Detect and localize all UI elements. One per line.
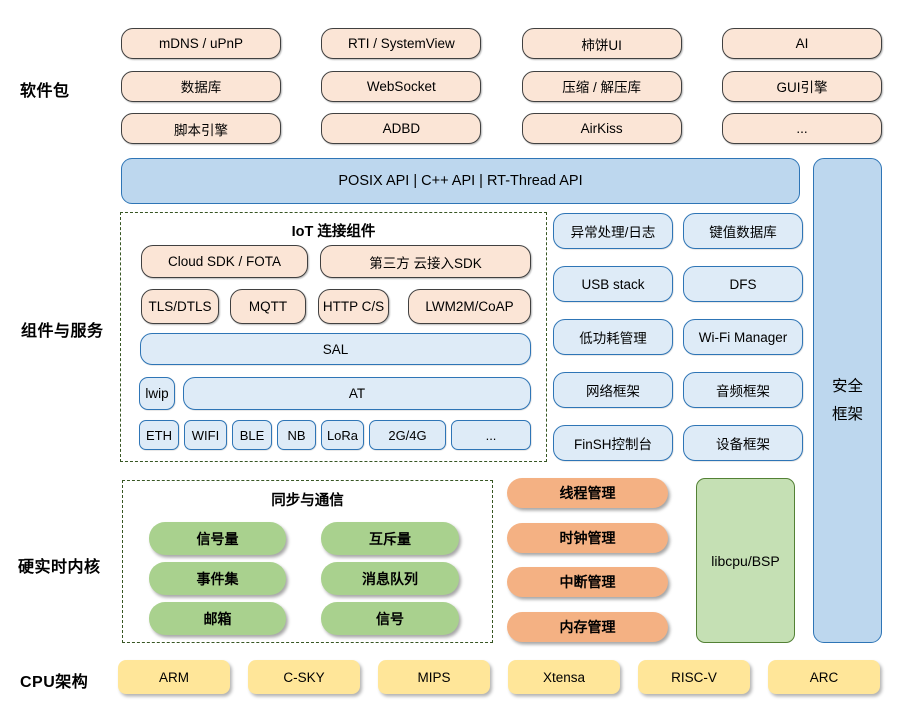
security-framework-line2: 框架	[831, 405, 863, 423]
services-grid: 异常处理/日志 键值数据库 USB stack DFS 低功耗管理 Wi-Fi …	[553, 213, 803, 461]
pkg-box-compression: 压缩 / 解压库	[521, 70, 682, 102]
link-layer-row: ETH WIFI BLE NB LoRa 2G/4G ...	[139, 420, 531, 450]
svc-box-kv-database: 键值数据库	[683, 213, 803, 249]
cpu-box-mips: MIPS	[378, 660, 490, 694]
svc-box-dfs: DFS	[683, 266, 803, 302]
iot-box-lwm2m-coap: LWM2M/CoAP	[408, 289, 531, 324]
cpu-arch-row: ARM C-SKY MIPS Xtensa RISC-V ARC	[118, 660, 880, 694]
pkg-box-script-engine: 脚本引擎	[121, 113, 281, 144]
link-box-more: ...	[451, 420, 531, 450]
pill-interrupt-mgmt: 中断管理	[507, 567, 668, 598]
sync-comm-group: 同步与通信 信号量 互斥量 事件集 消息队列 邮箱 信号	[122, 480, 493, 643]
link-box-nb: NB	[277, 420, 316, 450]
cpu-box-risc-v: RISC-V	[638, 660, 750, 694]
iot-box-cloud-sdk-fota: Cloud SDK / FOTA	[141, 245, 308, 278]
pkg-box-more: ...	[721, 113, 882, 144]
cpu-box-arm: ARM	[118, 660, 230, 694]
pill-semaphore: 信号量	[149, 522, 286, 555]
sal-bar: SAL	[140, 333, 531, 365]
libcpu-bsp-box: libcpu/BSP	[696, 478, 795, 643]
cpu-box-c-sky: C-SKY	[248, 660, 360, 694]
svc-box-network-fw: 网络框架	[553, 372, 673, 408]
iot-box-thirdparty-cloud-sdk: 第三方 云接入SDK	[320, 245, 531, 278]
layer-label-software-packages: 软件包	[20, 83, 70, 100]
kernel-mgmt-column: 线程管理 时钟管理 中断管理 内存管理	[507, 478, 668, 642]
pkg-box-persimmon-ui: 柿饼UI	[521, 28, 682, 59]
pkg-box-adbd: ADBD	[321, 113, 482, 144]
svc-box-exception-log: 异常处理/日志	[553, 213, 673, 249]
sync-comm-title: 同步与通信	[271, 493, 344, 509]
pkg-box-rti-systemview: RTI / SystemView	[321, 28, 482, 59]
link-box-lora: LoRa	[321, 420, 364, 450]
pill-event-set: 事件集	[149, 562, 286, 595]
cpu-box-xtensa: Xtensa	[508, 660, 620, 694]
layer-label-components-services: 组件与服务	[21, 323, 104, 340]
link-box-wifi: WIFI	[184, 420, 227, 450]
link-box-ble: BLE	[232, 420, 272, 450]
svc-box-audio-fw: 音频框架	[683, 372, 803, 408]
lwip-box: lwip	[139, 377, 175, 410]
svc-box-usb-stack: USB stack	[553, 266, 673, 302]
pill-clock-mgmt: 时钟管理	[507, 522, 668, 553]
link-box-2g-4g: 2G/4G	[369, 420, 446, 450]
svc-box-wifi-manager: Wi-Fi Manager	[683, 319, 803, 355]
security-framework-line1: 安全	[831, 378, 863, 396]
svc-box-device-fw: 设备框架	[683, 425, 803, 461]
svc-box-finsh-console: FinSH控制台	[553, 425, 673, 461]
security-framework-bar: 安全 框架	[813, 158, 882, 643]
pkg-box-websocket: WebSocket	[321, 70, 482, 102]
pill-mutex: 互斥量	[321, 522, 459, 555]
layer-label-cpu-arch: CPU架构	[20, 674, 89, 691]
pkg-box-airkiss: AirKiss	[521, 113, 682, 144]
pill-memory-mgmt: 内存管理	[507, 611, 668, 642]
iot-box-tls-dtls: TLS/DTLS	[141, 289, 219, 324]
layer-label-kernel: 硬实时内核	[18, 559, 101, 576]
cpu-box-arc: ARC	[768, 660, 880, 694]
svc-box-low-power: 低功耗管理	[553, 319, 673, 355]
iot-box-http-cs: HTTP C/S	[318, 289, 389, 324]
pill-thread-mgmt: 线程管理	[507, 478, 668, 508]
iot-components-group: IoT 连接组件 Cloud SDK / FOTA 第三方 云接入SDK TLS…	[120, 212, 547, 462]
pkg-box-mdns-upnp: mDNS / uPnP	[121, 28, 281, 59]
pkg-box-database: 数据库	[121, 70, 281, 102]
pkg-box-gui-engine: GUI引擎	[721, 70, 882, 102]
iot-box-mqtt: MQTT	[230, 289, 306, 324]
software-packages-grid: mDNS / uPnP RTI / SystemView 柿饼UI AI 数据库…	[121, 28, 882, 144]
pill-signal: 信号	[321, 602, 459, 635]
pill-mailbox: 邮箱	[149, 602, 286, 635]
pkg-box-ai: AI	[721, 28, 882, 59]
iot-group-title: IoT 连接组件	[291, 224, 376, 240]
pill-msg-queue: 消息队列	[321, 562, 459, 595]
link-box-eth: ETH	[139, 420, 179, 450]
at-bar: AT	[183, 377, 531, 410]
api-layer-bar: POSIX API | C++ API | RT-Thread API	[121, 158, 800, 204]
